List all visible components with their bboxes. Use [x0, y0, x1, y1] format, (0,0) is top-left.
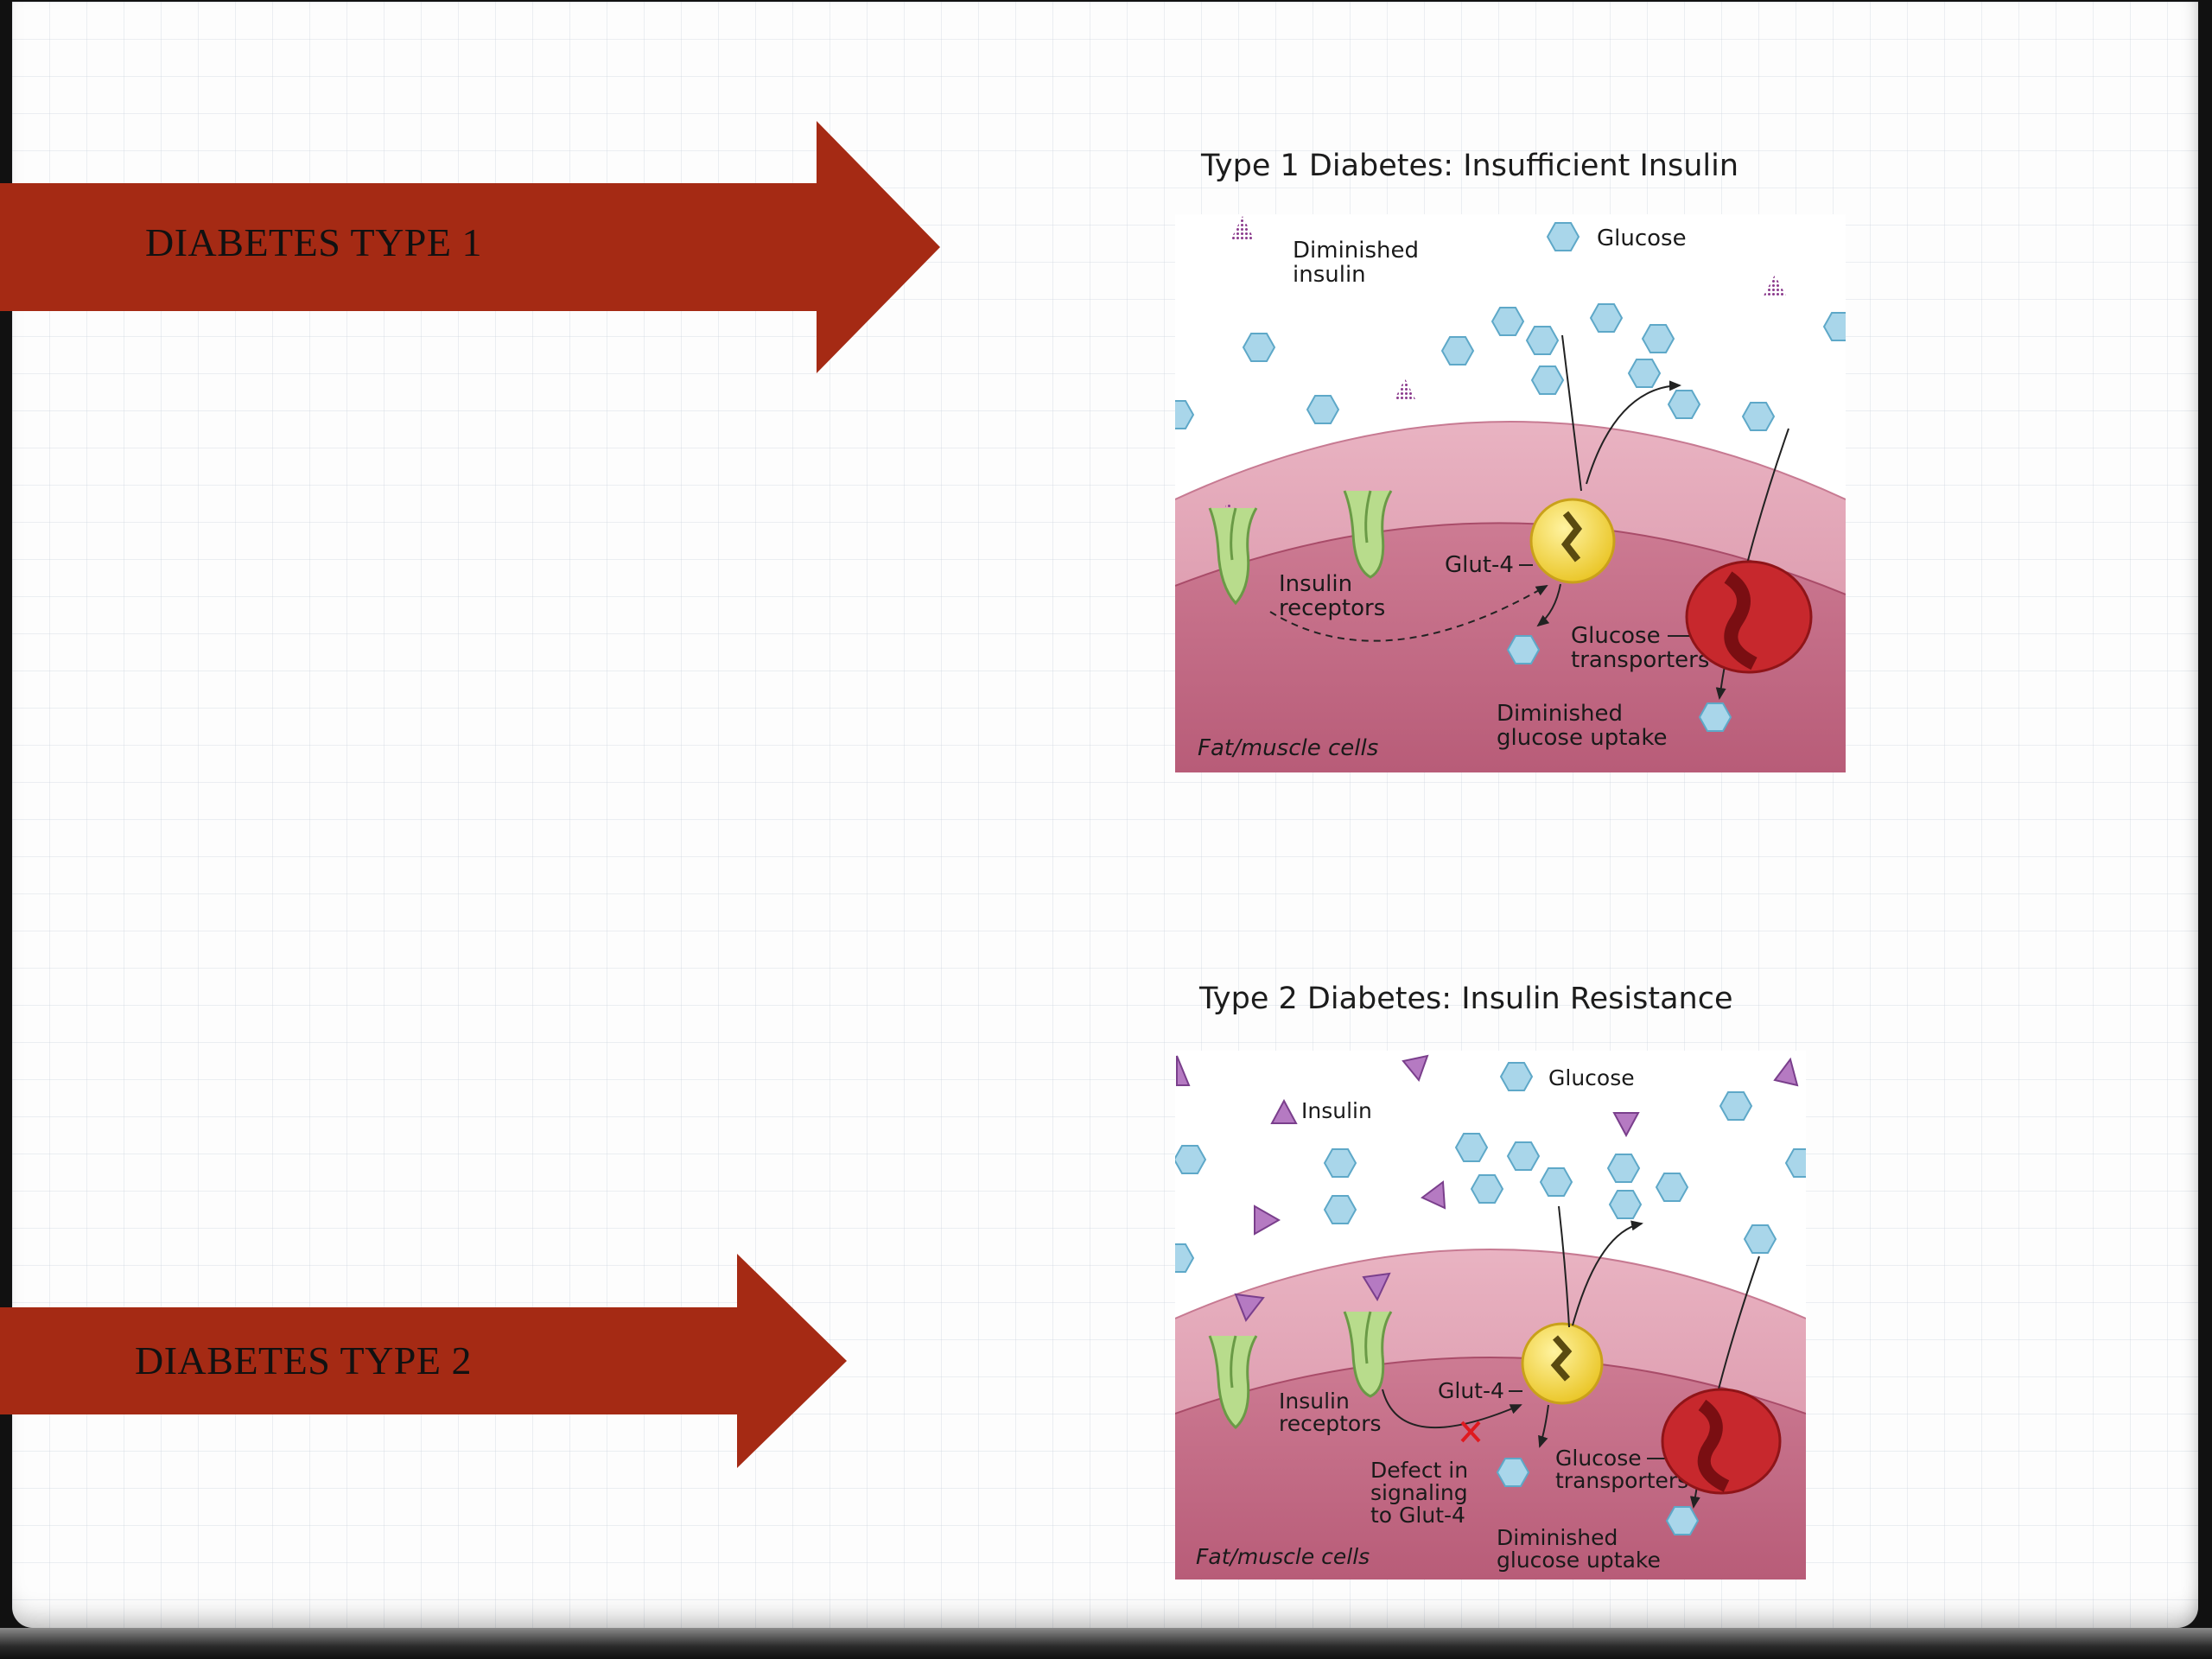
defect-label-line2: signaling: [1370, 1480, 1468, 1505]
type-2-title: Type 2 Diabetes: Insulin Resistance: [1199, 982, 1733, 1016]
transporters-label-line1: Glucose: [1555, 1446, 1642, 1471]
receptors-label-line1: Insulin: [1279, 571, 1352, 597]
glut4-label: Glut-4: [1438, 1378, 1504, 1403]
transporters-label-line1: Glucose: [1571, 623, 1661, 649]
red-blood-cell: [1685, 560, 1813, 674]
glut4-transporter: [1521, 1322, 1604, 1405]
type-1-diagram: Diminished insulin Glucose: [1175, 214, 1846, 772]
glut4-transporter: [1529, 498, 1616, 584]
type-1-title: Type 1 Diabetes: Insufficient Insulin: [1201, 149, 1739, 183]
slide-bottom-edge: [0, 1628, 2212, 1659]
insulin-molecules: [1176, 1054, 1799, 1323]
legend-glucose: Glucose: [1548, 1065, 1635, 1090]
arrow-type-1-label: DIABETES TYPE 1: [145, 220, 482, 264]
cells-label: Fat/muscle cells: [1198, 735, 1378, 761]
uptake-label-line2: glucose uptake: [1497, 1548, 1661, 1573]
cells-label: Fat/muscle cells: [1196, 1544, 1370, 1569]
slide: DIABETES TYPE 1 DIABETES TYPE 2 Type 1 D…: [0, 2, 2198, 1628]
arrow-type-2-label: DIABETES TYPE 2: [135, 1338, 472, 1382]
signaling-arrow: [1269, 584, 1548, 642]
insulin-triangle-icon: [1230, 216, 1255, 240]
insulin-receptor-right: [1343, 1311, 1393, 1398]
legend-insulin-line1: Diminished: [1293, 238, 1419, 264]
transporters-label-line2: transporters: [1555, 1468, 1688, 1493]
red-blood-cell: [1661, 1388, 1782, 1495]
type-2-diagram: Insulin Glucose: [1175, 1051, 1806, 1580]
arrow-type-1: [0, 121, 942, 373]
glucose-hexagon-icon: [1546, 222, 1580, 251]
arrow-type-2: [0, 1254, 855, 1468]
legend-glucose: Glucose: [1597, 226, 1687, 251]
uptake-label-line2: glucose uptake: [1497, 725, 1667, 751]
cell-interior: [1175, 1357, 1806, 1580]
insulin-receptor-right: [1343, 490, 1393, 579]
glut4-label: Glut-4: [1445, 552, 1514, 578]
uptake-label-line1: Diminished: [1497, 701, 1623, 727]
defect-label-line3: to Glut-4: [1370, 1503, 1465, 1528]
insulin-receptor-left: [1208, 507, 1258, 606]
defect-label-line1: Defect in: [1370, 1458, 1468, 1483]
legend-insulin: Insulin: [1301, 1098, 1372, 1123]
glucose-hexagon-icon: [1499, 1062, 1534, 1091]
glucose-molecules: [1175, 303, 1846, 732]
glucose-molecules: [1175, 1091, 1806, 1535]
uptake-label-line1: Diminished: [1497, 1525, 1618, 1550]
receptors-label-line2: receptors: [1279, 595, 1385, 621]
signaling-arrow: [1382, 1389, 1522, 1428]
defect-x-icon: [1460, 1421, 1481, 1443]
insulin-receptor-left: [1208, 1335, 1258, 1430]
receptors-label-line2: receptors: [1279, 1411, 1382, 1436]
receptors-label-line1: Insulin: [1279, 1389, 1350, 1414]
insulin-triangle-icon: [1270, 1098, 1298, 1124]
transporters-label-line2: transporters: [1571, 647, 1709, 673]
legend-insulin-line2: insulin: [1293, 262, 1366, 288]
